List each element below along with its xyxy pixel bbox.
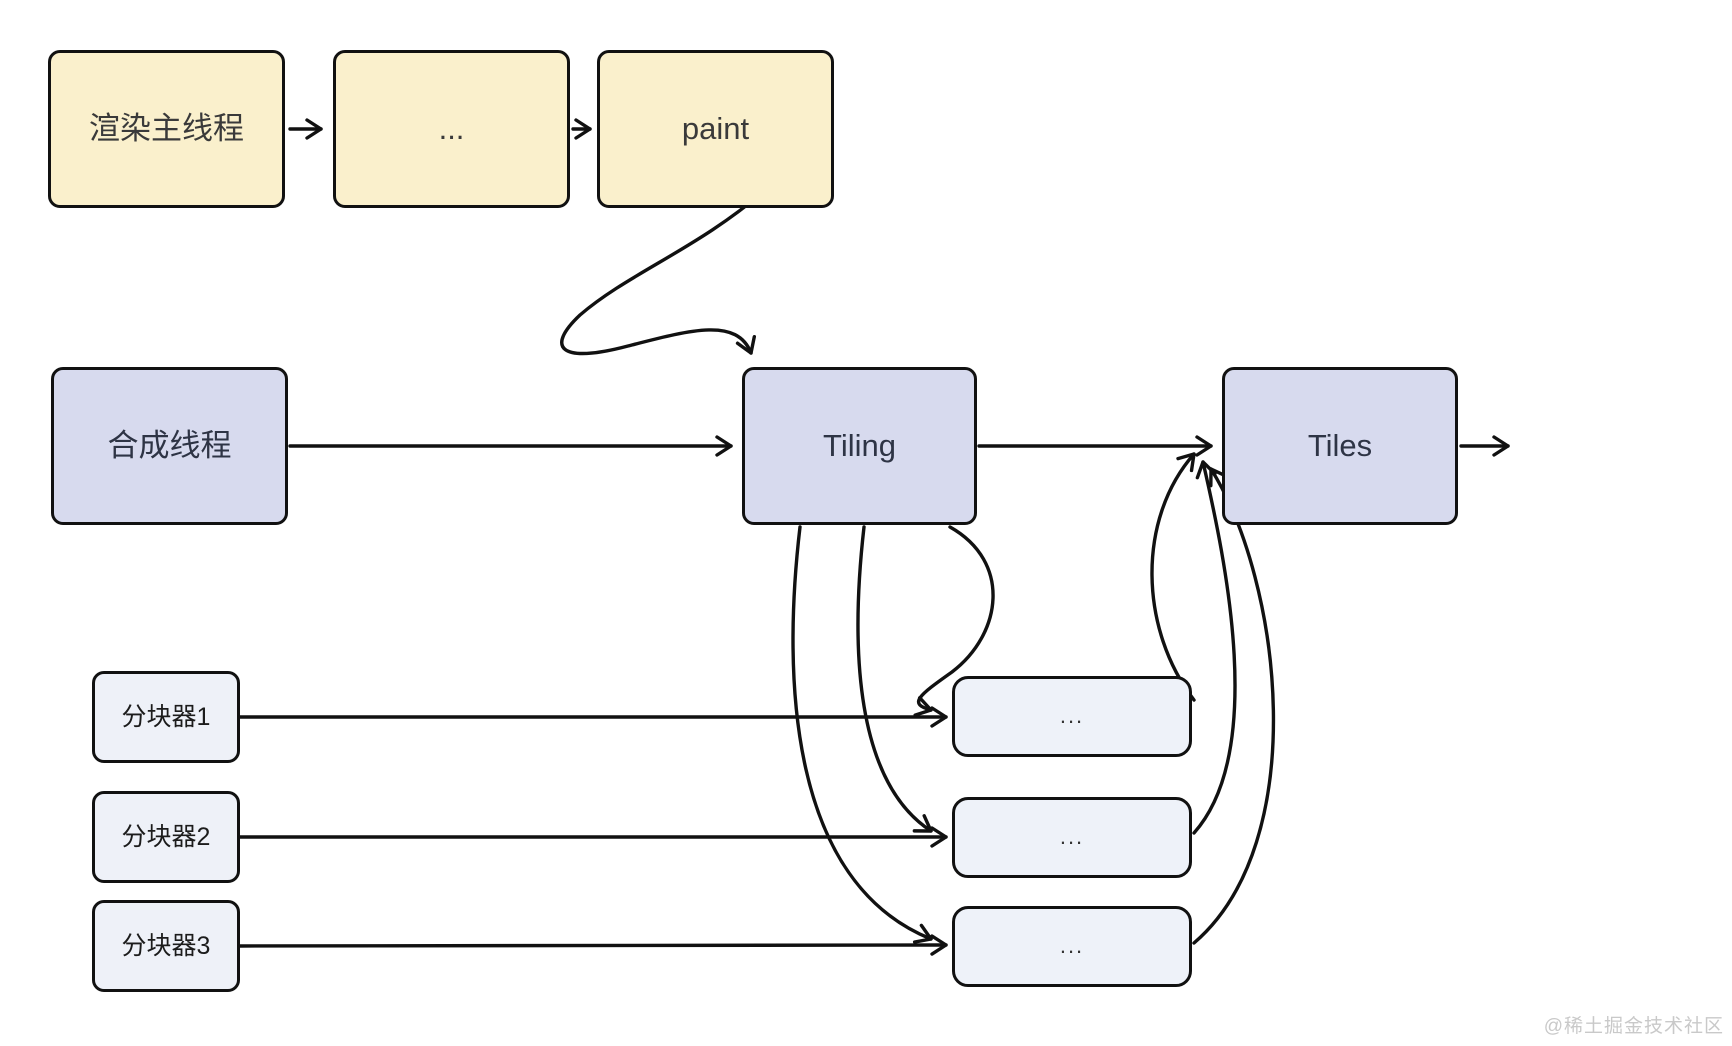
- node-paint-label: paint: [681, 111, 750, 147]
- arrow-tiling-to-queue3: [791, 525, 933, 944]
- node-tiler-1-label: 分块器1: [121, 703, 211, 731]
- node-tiler-2: 分块器2: [92, 791, 240, 883]
- node-tiler-3: 分块器3: [92, 900, 240, 992]
- node-compositor-thread-label: 合成线程: [107, 428, 232, 464]
- node-render-main-thread-label: 渲染主线程: [89, 111, 244, 147]
- node-queue-2: ...: [952, 797, 1192, 878]
- node-tiler-3-label: 分块器3: [121, 932, 211, 960]
- node-tiling-label: Tiling: [823, 428, 896, 464]
- node-ellipsis-stage-label: ...: [438, 111, 465, 147]
- node-queue-1-label: ...: [1059, 703, 1085, 729]
- node-queue-1: ...: [952, 676, 1192, 757]
- node-tiling: Tiling: [742, 367, 977, 525]
- node-queue-3: ...: [952, 906, 1192, 987]
- node-tiles-label: Tiles: [1307, 428, 1373, 464]
- arrow-queue1-to-tiles: [1150, 452, 1196, 702]
- arrow-tiling-to-queue1: [913, 525, 995, 717]
- node-paint: paint: [597, 50, 834, 208]
- node-tiles: Tiles: [1222, 367, 1458, 525]
- node-queue-2-label: ...: [1059, 824, 1085, 850]
- node-tiler-2-label: 分块器2: [121, 823, 211, 851]
- node-render-main-thread: 渲染主线程: [48, 50, 285, 208]
- arrow-tiler3-to-queue3: [238, 934, 948, 956]
- node-queue-3-label: ...: [1059, 933, 1085, 959]
- watermark: @稀土掘金技术社区: [1543, 1016, 1724, 1037]
- arrow-queue2-to-tiles: [1192, 460, 1237, 835]
- node-compositor-thread: 合成线程: [51, 367, 288, 525]
- node-ellipsis-stage: ...: [333, 50, 570, 208]
- arrow-tiling-to-queue2: [856, 525, 933, 833]
- node-tiler-1: 分块器1: [92, 671, 240, 763]
